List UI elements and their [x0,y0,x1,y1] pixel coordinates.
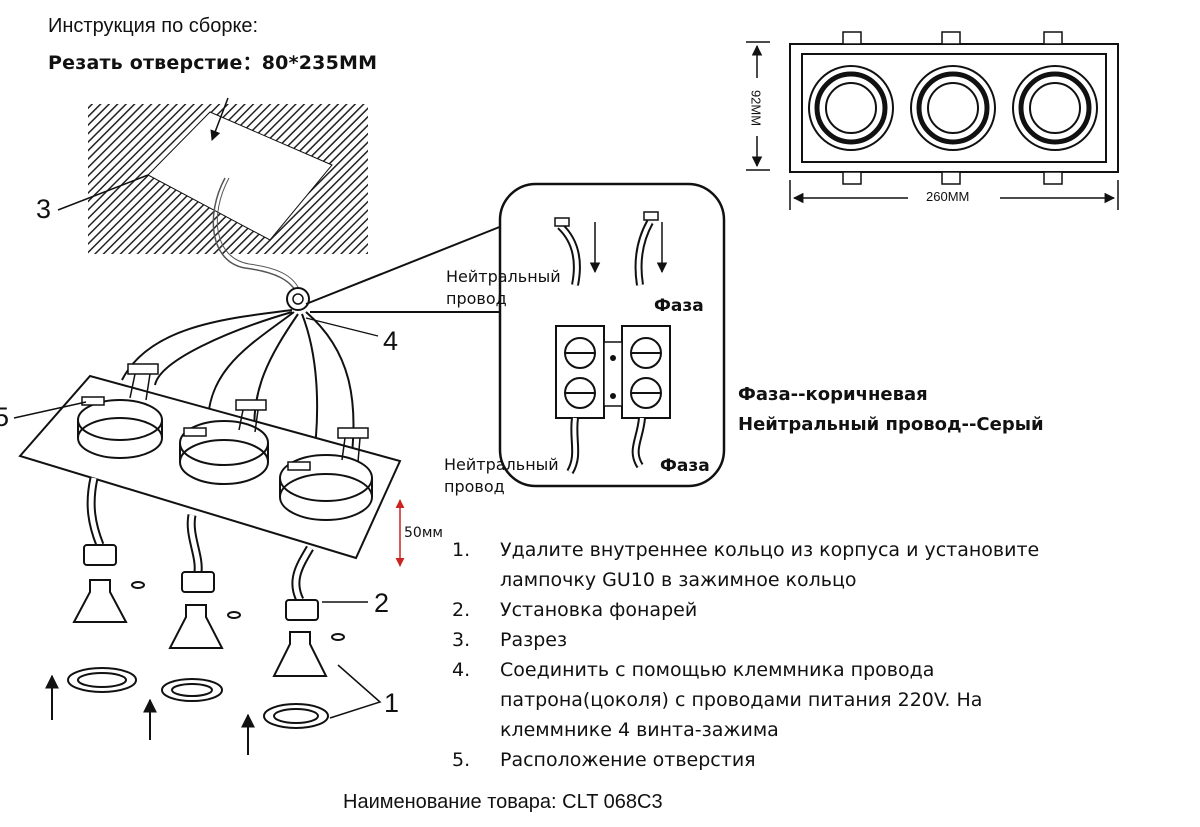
legend-phase: Фаза--коричневая [738,384,928,405]
housing-plate-drawing [13,363,402,560]
list-item: 5.Расположение отверстия [452,749,756,771]
neutral-wire-label-bottom: Нейтральный провод [444,455,559,496]
neutral-wire-label-top: Нейтральный провод [446,267,561,308]
insert-arrows [45,674,255,755]
lamps-and-rings-drawing [67,477,382,729]
width-dimension-label: 260MM [926,189,970,204]
callout-3: 3 [36,194,52,224]
list-item: 2.Установка фонарей [452,599,698,621]
list-item: 1.Удалите внутреннее кольцо из корпуса и… [452,539,1040,561]
list-item: патрона(цоколя) с проводами питания 220V… [500,689,983,711]
instruction-title: Инструкция по сборке: [48,15,259,37]
callout-2: 2 [374,588,390,618]
height-dimension-label: 92MM [748,89,764,127]
phase-label-bottom: Фаза [660,456,710,476]
product-name: Наименование товара: CLT 068C3 [343,791,663,813]
callout-1: 1 [384,688,400,718]
list-item: 4.Соединить с помощью клеммника провода [452,659,935,681]
instruction-list: 1.Удалите внутреннее кольцо из корпуса и… [452,535,1039,775]
callout-4: 4 [383,326,399,356]
wiring-detail-box [498,182,726,488]
list-item: клеммнике 4 винта-зажима [500,719,779,741]
ceiling-cutout-drawing [57,97,368,297]
callout-5: 5 [0,402,10,432]
depth-label: 50мм [404,525,443,541]
list-item: 3.Разрез [452,629,568,651]
legend-neutral: Нейтральный провод--Серый [738,414,1044,435]
cutout-size-text: Резать отверстие：80*235MM [48,52,378,74]
list-item: лампочку GU10 в зажимное кольцо [500,569,857,591]
dimension-drawing [746,31,1119,210]
phase-label-top: Фаза [654,296,704,316]
terminal-connector-drawing [286,225,503,337]
